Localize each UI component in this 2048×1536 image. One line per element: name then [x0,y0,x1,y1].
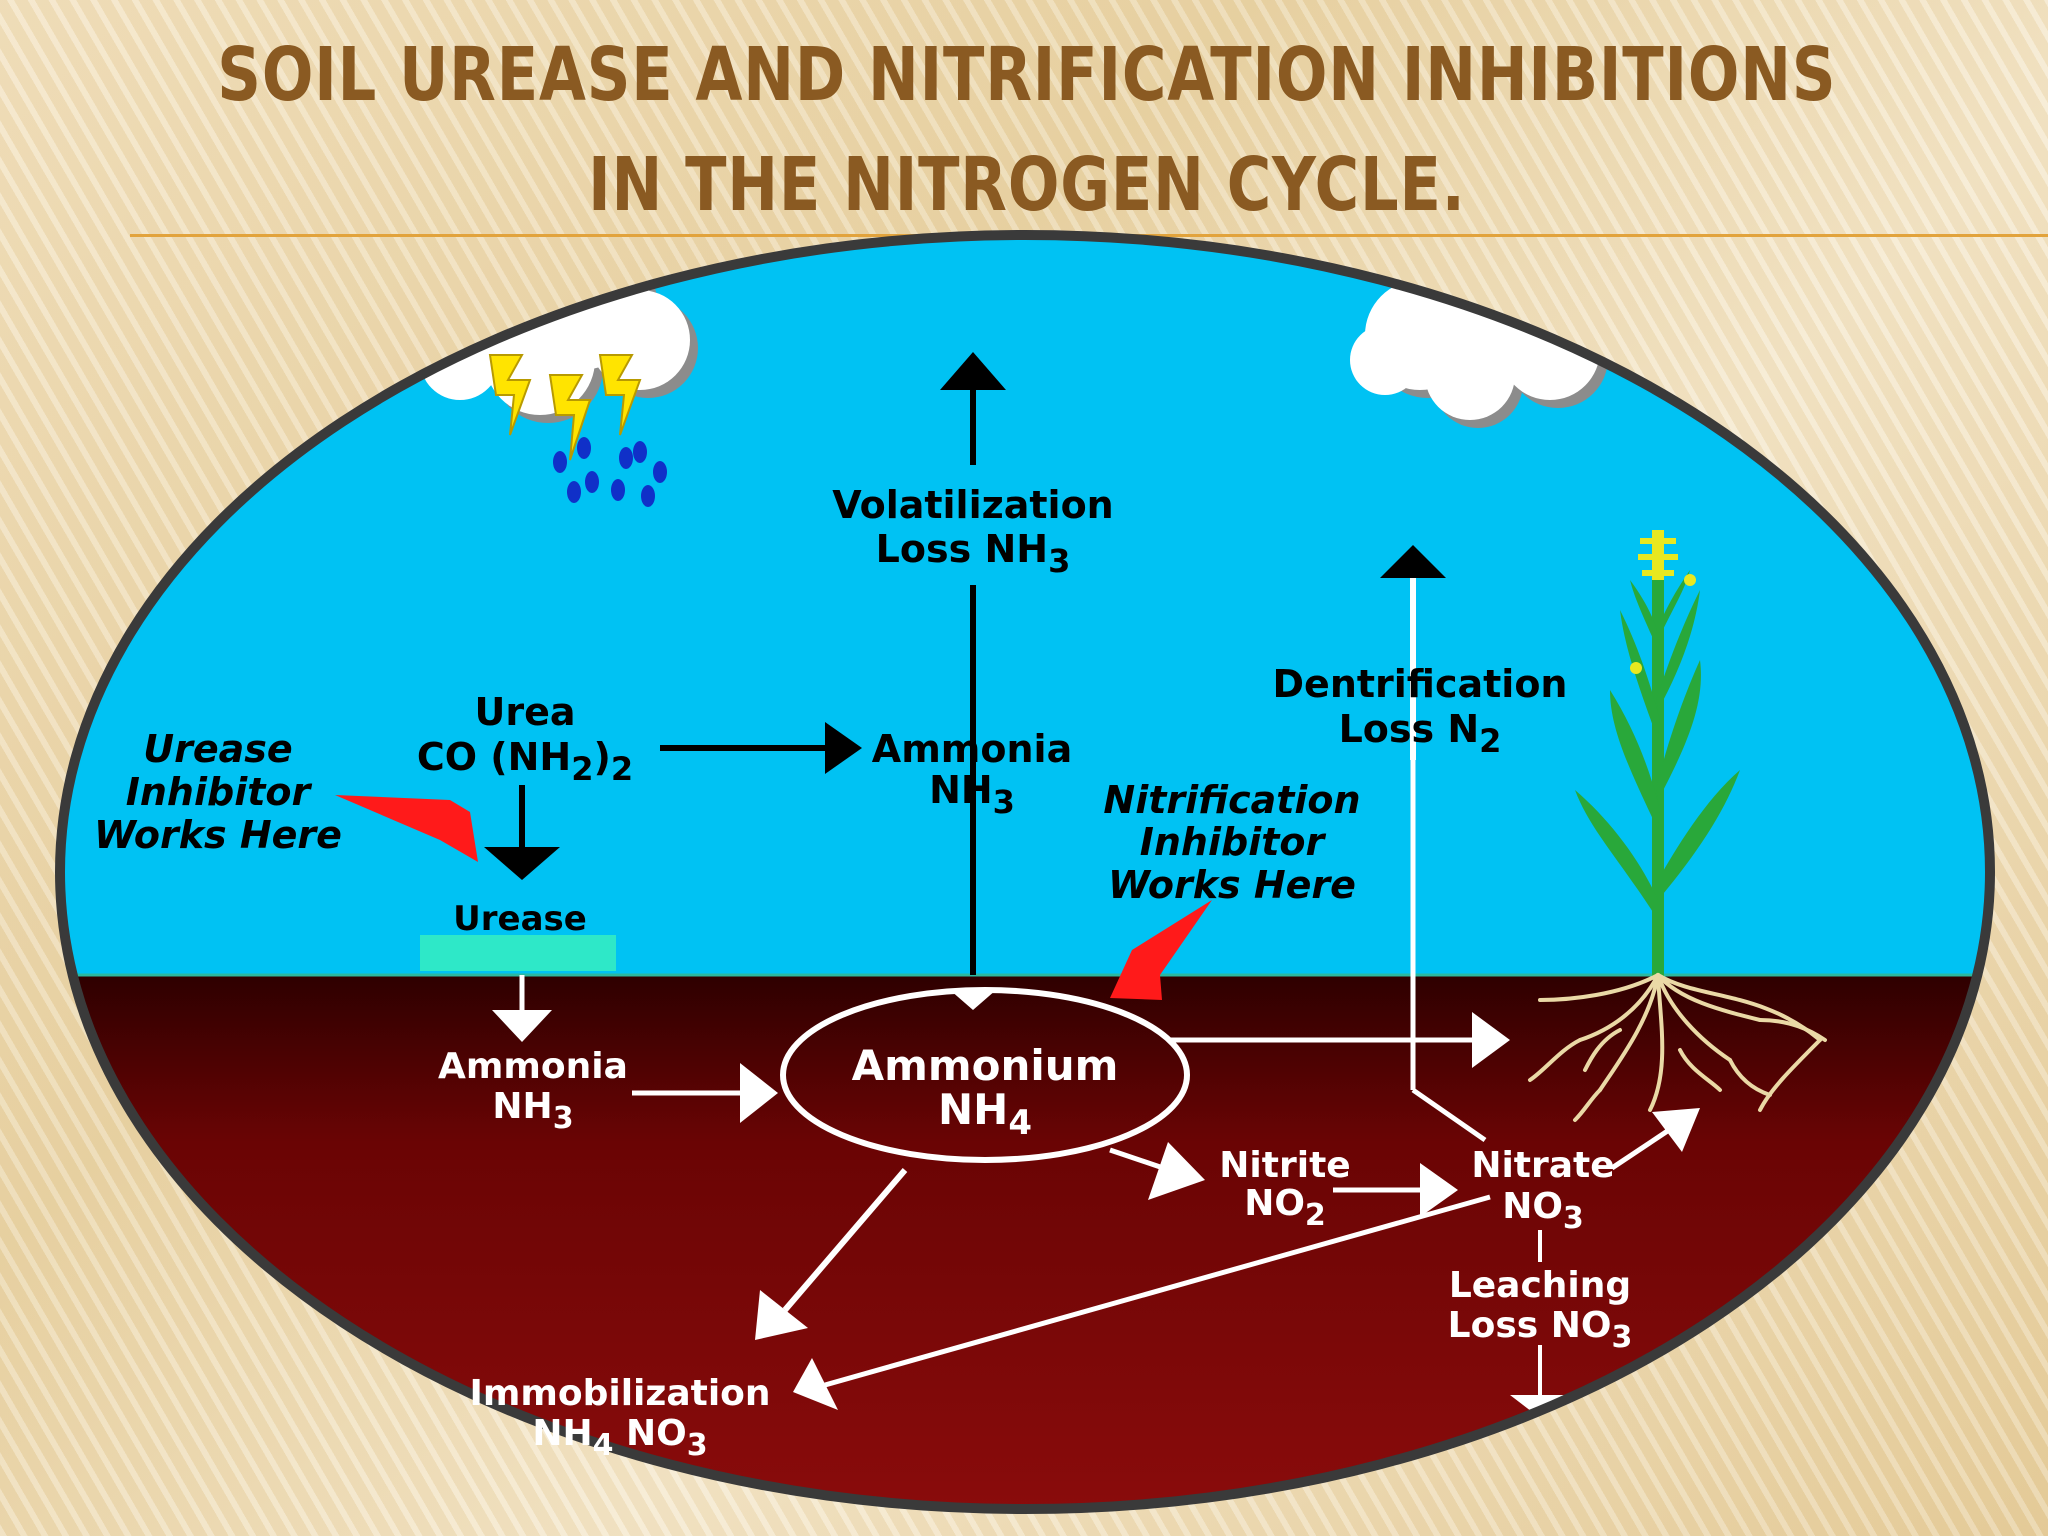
ammonium-label: Ammonium [852,1041,1119,1090]
urea-label: Urea [474,690,575,734]
ammonia-air-formula: NH3 [929,768,1015,821]
black-arrows [484,352,1446,975]
leaching-loss-label: Loss NO3 [1448,1305,1633,1355]
slide-title-line-1: SOIL UREASE AND NITRIFICATION INHIBITION… [217,32,1837,118]
urease-bar [420,935,616,971]
nitrification-inhibitor-label: Nitrification [1103,778,1360,822]
nitrite-label: Nitrite [1219,1145,1350,1186]
denitrification-loss-label: Loss N2 [1339,707,1502,760]
ammonia-soil-formula: NH3 [492,1086,573,1136]
nitrite-formula: NO2 [1244,1183,1326,1233]
slide-title-line-2: IN THE NITROGEN CYCLE. [588,142,1466,228]
nitrification-inhibitor-label-3: Works Here [1108,863,1356,907]
urease-label: Urease [453,899,587,939]
ammonia-air-label: Ammonia [872,727,1072,771]
nitrate-label: Nitrate [1471,1145,1614,1186]
oval-scene [60,235,1990,1509]
volatilization-label: Volatilization [832,483,1113,527]
urease-inhibitor-label-3: Works Here [94,813,342,857]
ammonium-formula: NH4 [938,1085,1032,1143]
rain-drops-icon [553,437,667,507]
nitrification-inhibitor-label-2: Inhibitor [1140,820,1327,864]
immobilization-formula: NH4 NO3 [532,1413,707,1463]
ammonia-soil-label: Ammonia [438,1046,628,1087]
sky-area [60,235,1990,975]
roots-icon [1528,973,1827,1122]
corn-plant-icon [1575,530,1740,980]
immobilization-label: Immobilization [469,1373,770,1414]
urease-inhibitor-label: Urease [143,727,292,771]
nitrate-formula: NO3 [1502,1186,1584,1236]
urea-formula: CO (NH2)2 [417,735,633,788]
lightning-icon [488,354,642,461]
leaching-label: Leaching [1449,1265,1631,1306]
denitrification-label: Dentrification [1273,662,1568,706]
volatilization-loss-label: Loss NH3 [876,527,1071,580]
inhibitor-arrows [335,795,1212,1000]
urease-inhibitor-label-2: Inhibitor [126,770,313,814]
white-arrows [492,578,1700,1418]
slide-title: SOIL UREASE AND NITRIFICATION INHIBITION… [187,20,1866,240]
diagram-oval-border [55,230,1995,1514]
